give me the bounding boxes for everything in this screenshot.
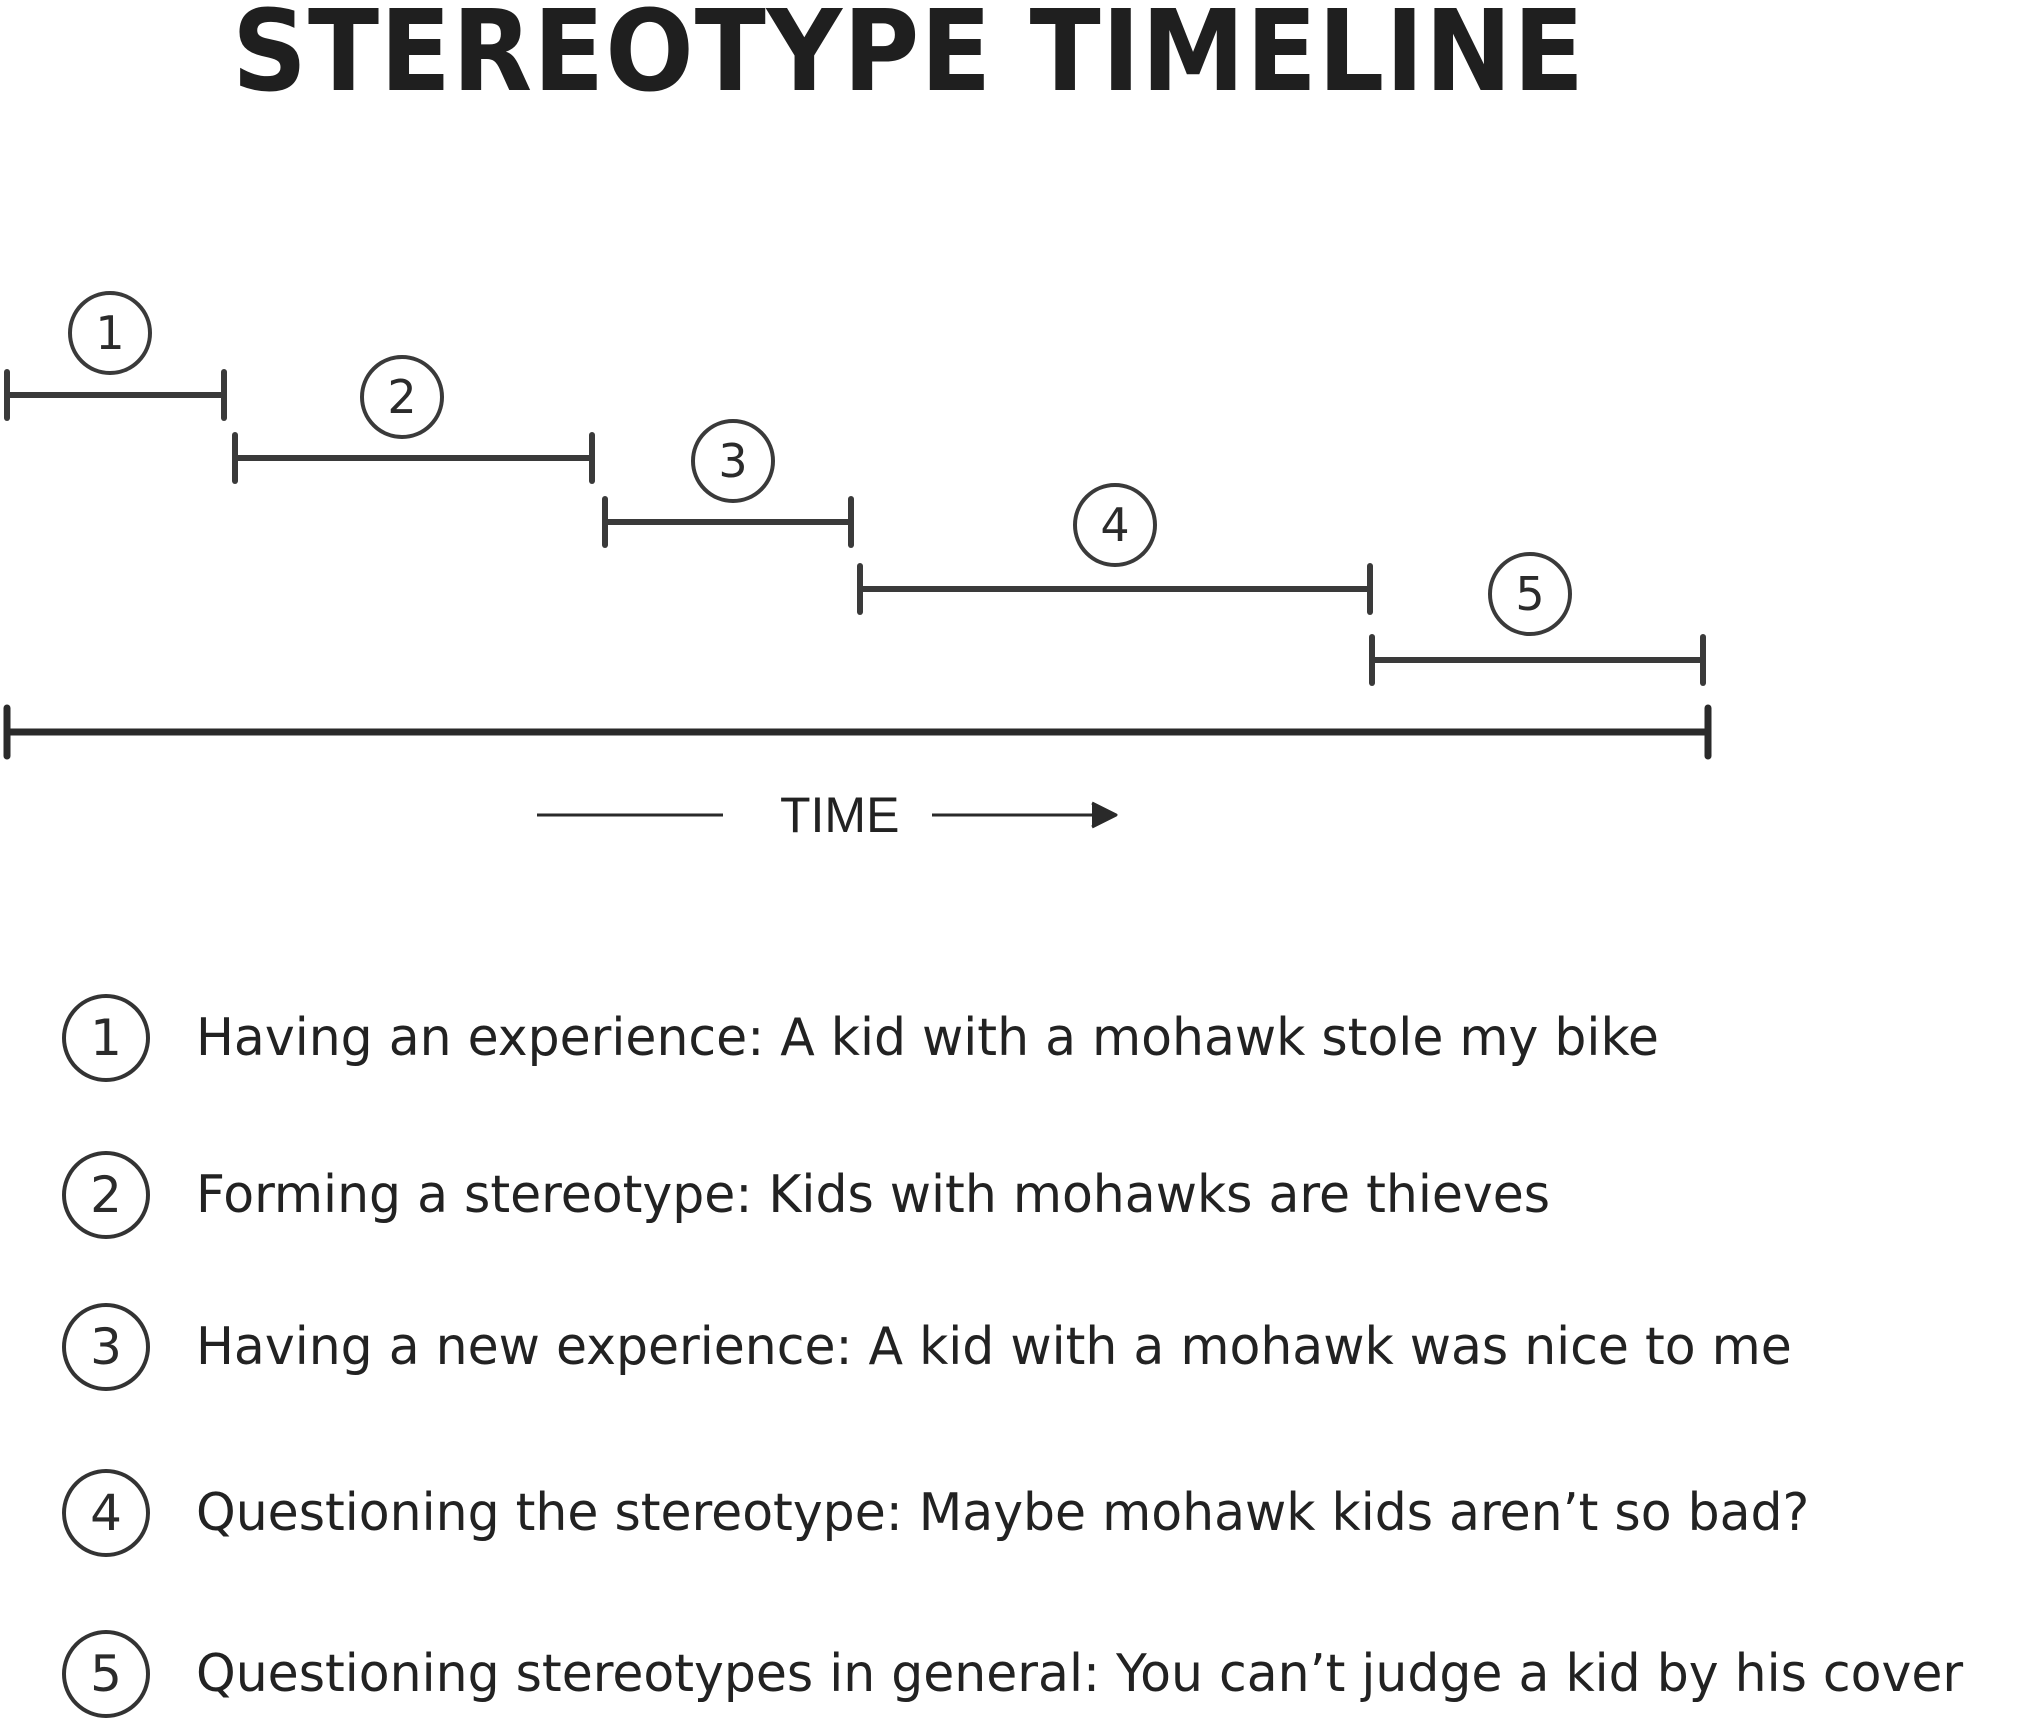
time-axis-label: TIME bbox=[780, 787, 900, 843]
page-title: STEREOTYPE TIMELINE bbox=[232, 0, 1586, 117]
stage-marker-3 bbox=[691, 419, 775, 503]
legend-item-5: 5 Questioning stereotypes in general: Yo… bbox=[62, 1626, 2018, 1722]
legend-item-text: Questioning the stereotype: Maybe mohawk… bbox=[196, 1483, 1810, 1543]
legend-number-badge: 4 bbox=[62, 1469, 150, 1557]
timeline-segment-1 bbox=[4, 369, 227, 421]
timeline-diagram: 1 2 3 4 5 bbox=[3, 291, 1712, 829]
stage-marker-number: 3 bbox=[718, 434, 747, 488]
legend-item-2: 2 Forming a stereotype: Kids with mohawk… bbox=[62, 1147, 1592, 1243]
time-arrow bbox=[537, 801, 1118, 829]
stage-marker-number: 5 bbox=[1515, 567, 1544, 621]
stage-marker-number: 2 bbox=[387, 370, 416, 424]
stage-marker-5 bbox=[1488, 552, 1572, 636]
timeline-total-span bbox=[3, 704, 1712, 760]
timeline-segment-5 bbox=[1369, 634, 1706, 686]
timeline-segment-2 bbox=[232, 432, 595, 484]
timeline-segment-4 bbox=[857, 563, 1373, 615]
stage-marker-1 bbox=[68, 291, 152, 375]
legend-item-text: Questioning stereotypes in general: You … bbox=[196, 1644, 1964, 1704]
legend-item-text: Having an experience: A kid with a mohaw… bbox=[196, 1008, 1659, 1068]
legend-item-text: Forming a stereotype: Kids with mohawks … bbox=[196, 1165, 1551, 1225]
legend-item-text: Having a new experience: A kid with a mo… bbox=[196, 1317, 1792, 1377]
legend-number-badge: 3 bbox=[62, 1303, 150, 1391]
stage-marker-4 bbox=[1073, 483, 1157, 567]
timeline-segment-3 bbox=[602, 496, 854, 548]
stage-marker-number: 1 bbox=[95, 306, 124, 360]
stage-marker-number: 4 bbox=[1100, 498, 1129, 552]
legend-number-badge: 2 bbox=[62, 1151, 150, 1239]
legend-number-badge: 5 bbox=[62, 1630, 150, 1718]
legend-item-3: 3 Having a new experience: A kid with a … bbox=[62, 1299, 1841, 1395]
legend-item-4: 4 Questioning the stereotype: Maybe moha… bbox=[62, 1465, 1859, 1561]
legend-item-1: 1 Having an experience: A kid with a moh… bbox=[62, 990, 1704, 1086]
legend-number-badge: 1 bbox=[62, 994, 150, 1082]
stage-marker-2 bbox=[360, 355, 444, 439]
